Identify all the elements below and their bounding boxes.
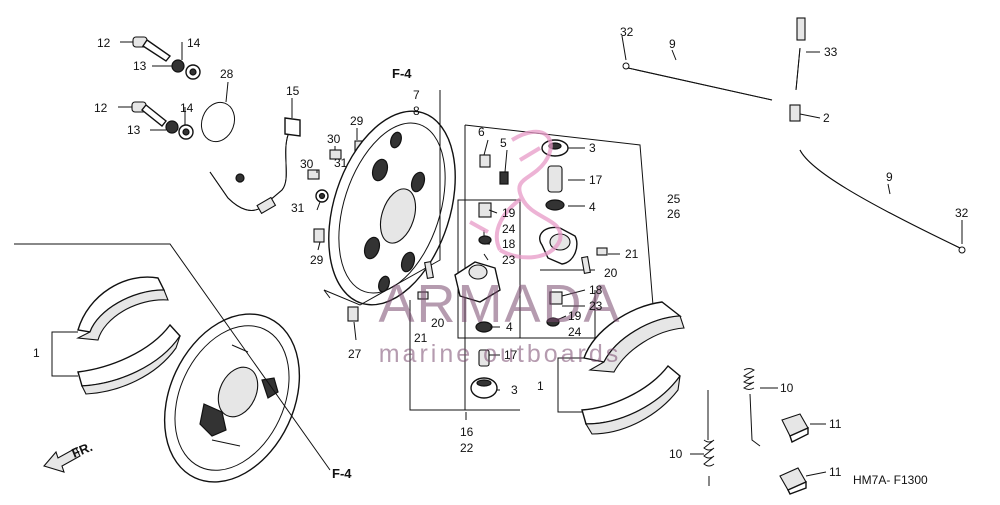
- brake-shoe-right-upper: [583, 301, 685, 373]
- brake-panel-assembly: [163, 313, 301, 483]
- callout: 27: [348, 347, 362, 361]
- brake-shoe-right-lower: [581, 364, 681, 435]
- callout: 31: [334, 156, 348, 170]
- brake-backing-plate: [328, 110, 456, 306]
- wheel-cylinder-upper: [479, 139, 578, 265]
- callout: 4: [589, 200, 596, 214]
- callout: 5: [500, 136, 507, 150]
- callout: 30: [327, 132, 341, 146]
- watermark-tagline: marine outboards: [379, 340, 622, 368]
- callout: 17: [589, 173, 603, 187]
- callout: 12: [94, 101, 108, 115]
- callout: 14: [180, 101, 194, 115]
- callout: 13: [127, 123, 141, 137]
- brake-hose-fitting-upper: [132, 36, 201, 80]
- arrow-down-left-icon: [43, 447, 81, 473]
- callout: 12: [97, 36, 111, 50]
- breather-tube-cable: [622, 17, 966, 254]
- callout: 18: [589, 283, 603, 297]
- callout: 17: [504, 348, 518, 362]
- callout: 20: [431, 316, 445, 330]
- callout: 6: [478, 125, 485, 139]
- callout: 8: [413, 104, 420, 118]
- callout: 24: [502, 222, 516, 236]
- callout: 13: [133, 59, 147, 73]
- callout: 28: [220, 67, 234, 81]
- callout: 21: [625, 247, 639, 261]
- callout: 29: [350, 114, 364, 128]
- callout: 3: [589, 141, 596, 155]
- wheel-cylinder-lower: [417, 202, 608, 399]
- callout: 24: [568, 325, 582, 339]
- callout: 9: [669, 37, 676, 51]
- callout: 25: [667, 192, 681, 206]
- callout: 20: [604, 266, 618, 280]
- brake-shoe-left-upper: [76, 276, 169, 341]
- return-spring-long: [703, 390, 715, 486]
- callout: 11: [829, 465, 842, 479]
- callout: 10: [780, 381, 794, 395]
- callout: 1: [537, 379, 544, 393]
- seahorse-logo-icon: [469, 129, 563, 260]
- ref-label-top: F-4: [392, 66, 412, 81]
- brake-hose-fitting-lower: [131, 101, 194, 140]
- callout: 30: [300, 157, 314, 171]
- brake-hose: [209, 117, 301, 215]
- callout: 29: [310, 253, 324, 267]
- callout: 9: [886, 170, 893, 184]
- callout: 4: [506, 320, 513, 334]
- callout: 19: [502, 206, 516, 220]
- callout: 22: [460, 441, 474, 455]
- spring-clip-lower: [779, 467, 807, 495]
- callout: 32: [955, 206, 969, 220]
- callout: 16: [460, 425, 474, 439]
- callout: 31: [291, 201, 305, 215]
- diagram-code: HM7A- F1300: [853, 473, 928, 487]
- leader-lines: [118, 35, 963, 477]
- watermark-brand: ARMADA: [378, 274, 621, 334]
- direction-label: FR.: [70, 439, 95, 461]
- callout: 15: [286, 84, 300, 98]
- callout: 14: [187, 36, 201, 50]
- ref-label-bottom: F-4: [332, 466, 352, 481]
- callout: 23: [589, 299, 603, 313]
- callout: 2: [823, 111, 830, 125]
- callout: 33: [824, 45, 838, 59]
- callout: 18: [502, 237, 516, 251]
- callout: 10: [669, 447, 683, 461]
- callout: 19: [568, 309, 582, 323]
- callout: 11: [829, 417, 842, 431]
- o-ring: [200, 101, 236, 143]
- callout: 32: [620, 25, 634, 39]
- callout: 26: [667, 207, 681, 221]
- brake-shoe-left-lower: [77, 323, 181, 395]
- return-spring-short: [743, 368, 761, 447]
- spring-clip-upper: [781, 413, 809, 443]
- callout: 23: [502, 253, 516, 267]
- callout: 1: [33, 346, 40, 360]
- callout: 21: [414, 331, 428, 345]
- callout: 3: [511, 383, 518, 397]
- callout: 7: [413, 88, 420, 102]
